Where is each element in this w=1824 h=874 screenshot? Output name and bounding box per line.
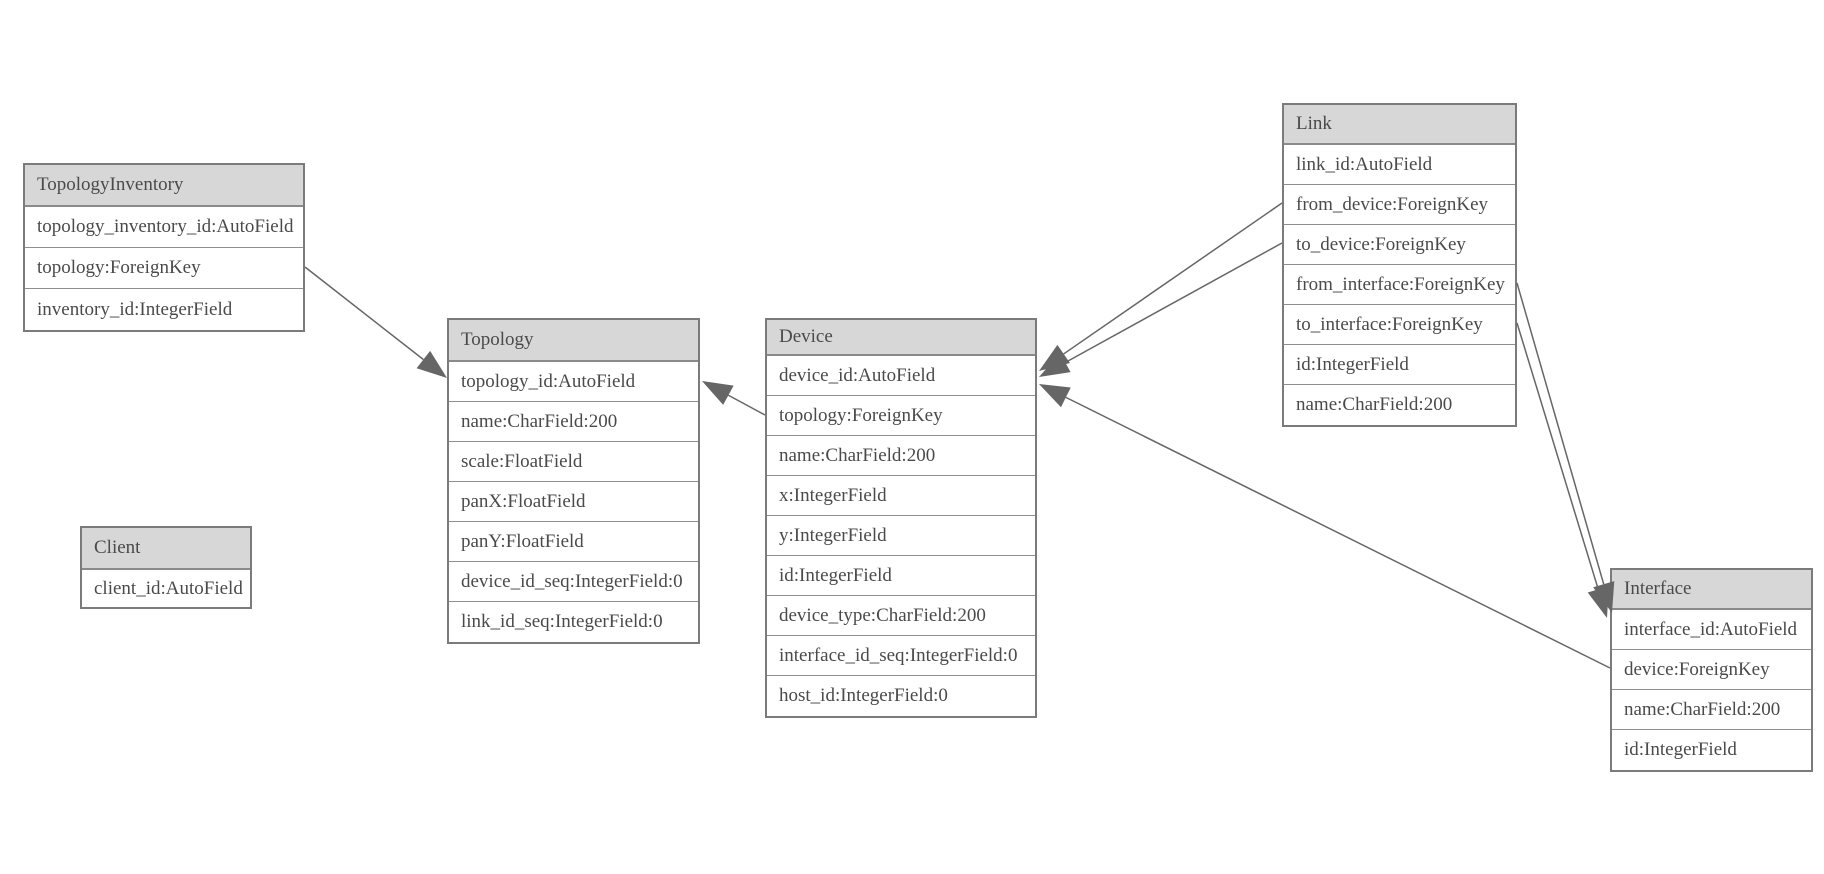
field-row-link-2: to_device:ForeignKey	[1284, 225, 1515, 265]
entity-title-link: Link	[1284, 105, 1515, 145]
field-row-interface-0: interface_id:AutoField	[1612, 610, 1811, 650]
field-row-topology-1: name:CharField:200	[449, 402, 698, 442]
field-row-device-2: name:CharField:200	[767, 436, 1035, 476]
field-row-link-0: link_id:AutoField	[1284, 145, 1515, 185]
edge-link-todevice-device	[1039, 242, 1283, 377]
field-row-topology-3: panX:FloatField	[449, 482, 698, 522]
field-row-device-0: device_id:AutoField	[767, 356, 1035, 396]
field-row-topology-6: link_id_seq:IntegerField:0	[461, 611, 663, 632]
field-row-topology-2: scale:FloatField	[449, 442, 698, 482]
field-row-interface-2: name:CharField:200	[1612, 690, 1811, 730]
edge-link-todevice-device-arrowhead-icon	[1039, 352, 1071, 377]
edge-link-tointerface-interface-arrowhead-icon	[1587, 586, 1609, 618]
edge-link-fromdevice-device	[1039, 202, 1283, 371]
edge-link-fromdevice-device-arrowhead-icon	[1039, 344, 1070, 371]
entity-client[interactable]: Client client_id:AutoField	[80, 526, 252, 609]
field-row-device-4: y:IntegerField	[767, 516, 1035, 556]
entity-title-topologyinventory: TopologyInventory	[25, 165, 303, 207]
field-row-device-6: device_type:CharField:200	[767, 596, 1035, 636]
entity-title-topology: Topology	[449, 320, 698, 362]
field-row-topologyinventory-1: topology:ForeignKey	[25, 248, 303, 289]
field-row-interface-1: device:ForeignKey	[1612, 650, 1811, 690]
field-row-topology-5: device_id_seq:IntegerField:0	[449, 562, 698, 602]
field-row-device-3: x:IntegerField	[767, 476, 1035, 516]
field-row-device-7: interface_id_seq:IntegerField:0	[767, 636, 1035, 676]
field-row-device-8: host_id:IntegerField:0	[779, 685, 948, 706]
field-row-link-4: to_interface:ForeignKey	[1284, 305, 1515, 345]
edge-device-topology-arrowhead-icon	[702, 381, 734, 405]
edge-topologyinventory-topology	[304, 266, 447, 378]
field-row-client-0: client_id:AutoField	[94, 577, 243, 599]
field-row-interface-3: id:IntegerField	[1624, 739, 1737, 760]
edge-device-topology	[702, 381, 766, 416]
field-row-link-6: name:CharField:200	[1296, 394, 1453, 415]
field-row-device-5: id:IntegerField	[767, 556, 1035, 596]
edge-link-frominterface-interface	[1516, 282, 1615, 613]
entity-title-client: Client	[82, 528, 250, 570]
edge-topologyinventory-topology-arrowhead-icon	[416, 350, 447, 378]
field-row-link-1: from_device:ForeignKey	[1284, 185, 1515, 225]
edge-link-tointerface-interface	[1516, 322, 1609, 618]
field-row-link-5: id:IntegerField	[1284, 345, 1515, 385]
field-row-topologyinventory-0: topology_inventory_id:AutoField	[25, 207, 303, 248]
field-row-device-1: topology:ForeignKey	[767, 396, 1035, 436]
field-row-topology-0: topology_id:AutoField	[449, 362, 698, 402]
field-row-link-3: from_interface:ForeignKey	[1284, 265, 1515, 305]
entity-title-interface: Interface	[1612, 570, 1811, 610]
field-row-topologyinventory-2: inventory_id:IntegerField	[37, 298, 233, 320]
entity-title-device: Device	[767, 320, 1035, 356]
field-row-topology-4: panY:FloatField	[449, 522, 698, 562]
edge-interface-device-arrowhead-icon	[1039, 384, 1071, 408]
